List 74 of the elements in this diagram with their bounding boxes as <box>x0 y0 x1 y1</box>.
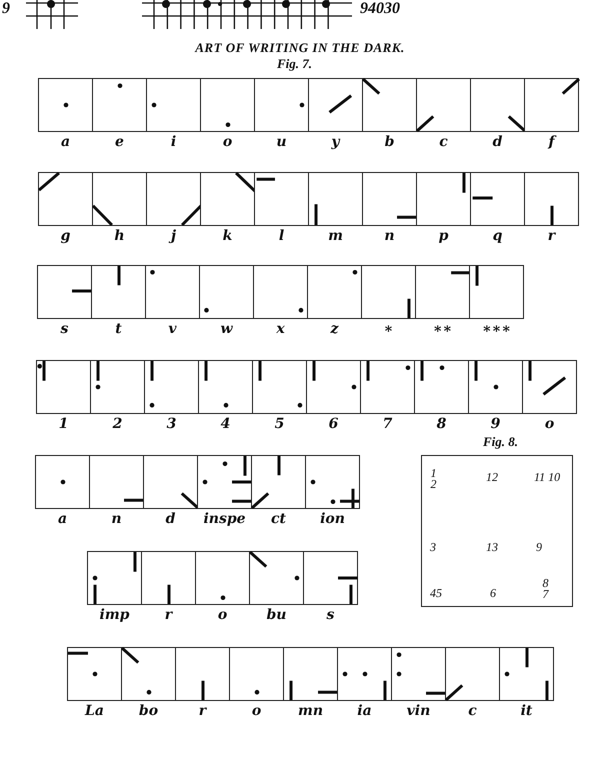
cell-letter: imp <box>98 608 130 622</box>
cell-letter: r <box>164 608 174 622</box>
cell-letter: u <box>275 135 288 149</box>
cell-letter: 3 <box>166 417 178 431</box>
cell-letter: n <box>383 229 396 243</box>
cell-letter: w <box>219 322 234 336</box>
cell-letter: e <box>114 135 125 149</box>
cell-letter: 6 <box>328 417 340 431</box>
cell-letter: ct <box>270 512 287 526</box>
cell-letter: k <box>222 229 234 243</box>
cell-letter: b <box>384 135 396 149</box>
cell-letter: c <box>467 704 478 718</box>
cell-letter: mn <box>297 704 324 718</box>
cell-letter: g <box>60 229 72 243</box>
cell-letter: t <box>114 322 123 336</box>
cell-letter: 2 <box>112 417 124 431</box>
cell-letter: p <box>438 229 450 243</box>
figure-caption: Fig. 7. <box>277 57 312 70</box>
cell-letter: v <box>167 322 178 336</box>
cell-letter: r <box>546 229 557 243</box>
number-label: 12 <box>486 472 498 483</box>
figure-caption: Fig. 8. <box>483 435 518 448</box>
cell-letter: q <box>492 229 504 243</box>
cell-letter: it <box>520 704 534 718</box>
title: ART OF WRITING IN THE DARK. <box>194 40 406 56</box>
cell-letter: d <box>164 512 176 526</box>
cell-letter: ∗∗∗ <box>480 322 512 336</box>
figure-number: 94030 <box>360 1 400 17</box>
number-box <box>421 455 573 607</box>
number-label: 6 <box>490 588 496 599</box>
cell-letter: z <box>329 322 340 336</box>
number-label: 1 2 <box>430 468 437 490</box>
cell-letter: o <box>222 135 234 149</box>
number-label: 8 7 <box>542 578 549 600</box>
cell-letter: ia <box>356 704 373 718</box>
cell-letter: inspe <box>202 512 247 526</box>
cell-letter: vin <box>406 704 432 718</box>
cell-letter: 9 <box>490 417 502 431</box>
cell-letter: bo <box>138 704 160 718</box>
cell-letter: l <box>278 229 286 243</box>
cell-letter: c <box>438 135 449 149</box>
number-label: 3 <box>430 542 436 553</box>
cell-letter: bu <box>266 608 288 622</box>
figure-number: 9 <box>2 1 10 17</box>
cell-letter: f <box>546 135 557 149</box>
cell-letter: 4 <box>220 417 232 431</box>
number-label: 9 <box>536 542 542 553</box>
cell-letter: o <box>544 417 556 431</box>
cell-letter: ∗ <box>382 322 394 336</box>
cell-letter: j <box>168 229 178 243</box>
cell-letter: n <box>110 512 123 526</box>
cell-letter: s <box>60 322 70 336</box>
cell-letter: 5 <box>274 417 286 431</box>
cell-letter: a <box>60 135 72 149</box>
cell-letter: o <box>216 608 228 622</box>
cell-letter: i <box>170 135 178 149</box>
number-label: 11 10 <box>534 472 560 483</box>
cell-letter: y <box>330 135 342 149</box>
cell-letter: d <box>492 135 504 149</box>
cell-letter: a <box>56 512 68 526</box>
cell-letter: 8 <box>436 417 448 431</box>
cell-letter: r <box>198 704 208 718</box>
cell-letter: 7 <box>382 417 394 431</box>
number-label: 13 <box>486 542 498 553</box>
cell-letter: 1 <box>58 417 70 431</box>
cell-letter: m <box>327 229 344 243</box>
cell-letter: La <box>84 704 105 718</box>
cell-letter: ion <box>319 512 346 526</box>
cell-letter: x <box>275 322 286 336</box>
number-label: 45 <box>430 588 442 599</box>
cell-letter: h <box>113 229 126 243</box>
cell-letter: ∗∗ <box>432 322 454 336</box>
cell-letter: s <box>326 608 336 622</box>
cell-letter: o <box>250 704 262 718</box>
